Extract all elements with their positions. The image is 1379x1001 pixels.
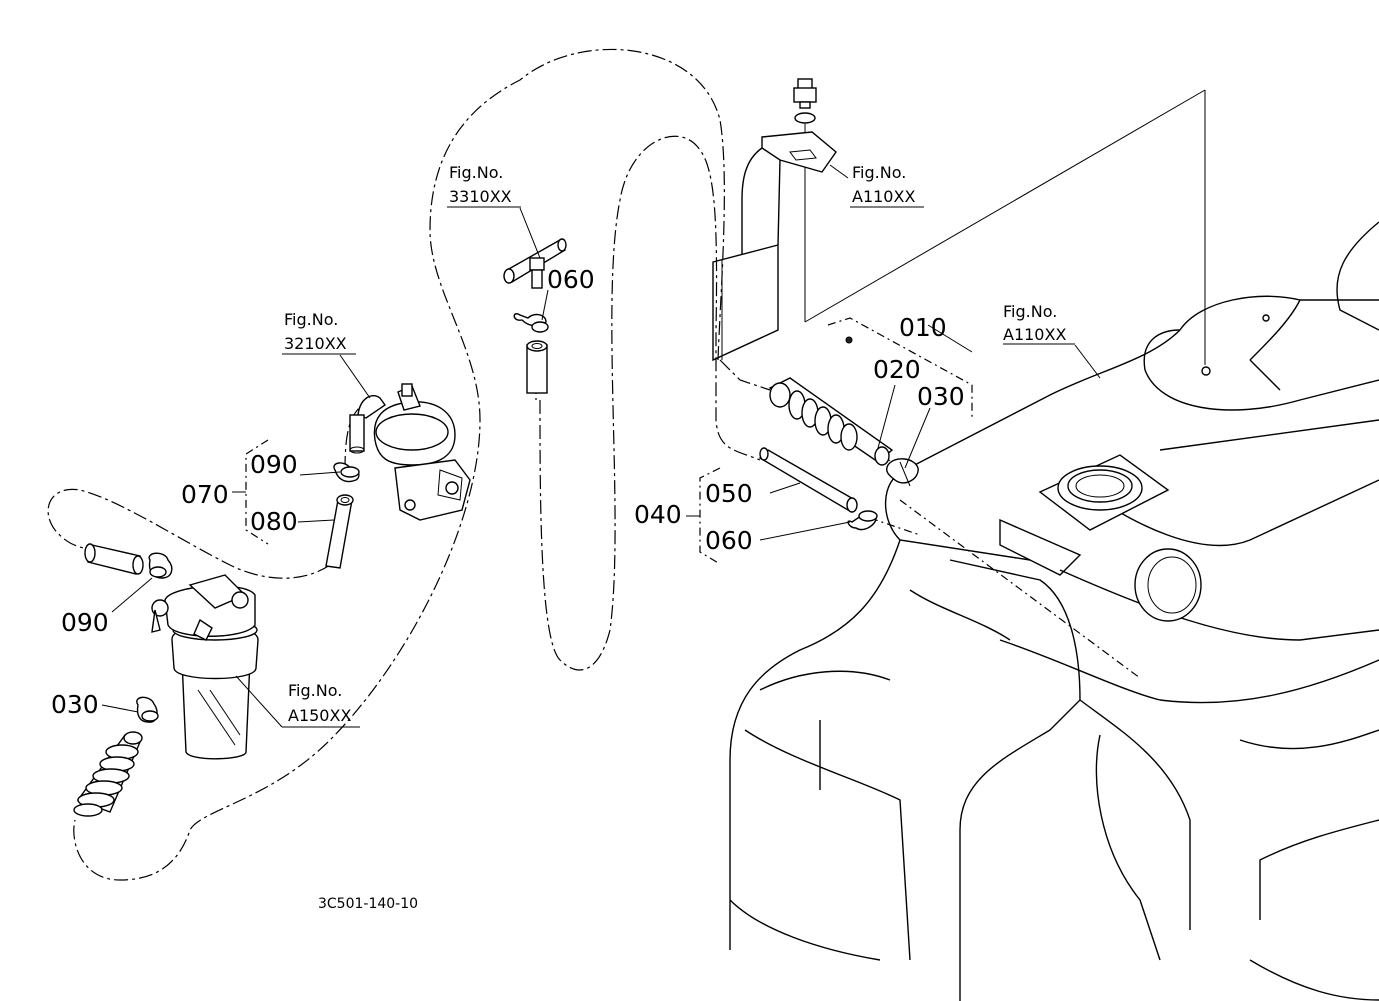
callout-050: 050 bbox=[705, 479, 753, 508]
leader-010 bbox=[927, 324, 973, 353]
tank-bracket bbox=[712, 78, 837, 362]
callout-080: 080 bbox=[250, 507, 298, 536]
hose-assembly-010 bbox=[768, 317, 973, 487]
leader-080 bbox=[297, 519, 335, 523]
clip-090-lower bbox=[148, 552, 173, 579]
callout-030-right: 030 bbox=[917, 382, 965, 411]
callout-040: 040 bbox=[634, 500, 682, 529]
callout-030-left: 030 bbox=[51, 690, 99, 719]
clip-090-upper bbox=[333, 462, 360, 483]
fig-code-filter: A150XX bbox=[288, 706, 351, 725]
callout-090-upper: 090 bbox=[250, 450, 298, 479]
fig-code-pump: 3210XX bbox=[284, 334, 347, 353]
hose-080 bbox=[325, 494, 354, 569]
callout-020: 020 bbox=[873, 355, 921, 384]
leader-fig-a150 bbox=[235, 675, 283, 728]
hose-050 bbox=[758, 447, 858, 513]
leader-050 bbox=[769, 482, 801, 494]
fig-code-tank: A110XX bbox=[1003, 325, 1066, 344]
fig-label-bracket: Fig.No. bbox=[852, 163, 906, 182]
corrugated-hose bbox=[73, 731, 143, 817]
leader-060-right bbox=[759, 521, 851, 541]
leader-060-top bbox=[541, 289, 549, 321]
leader-fig-a110-tank bbox=[1074, 344, 1101, 379]
leader-090-upper bbox=[299, 471, 341, 476]
callout-090-lower: 090 bbox=[61, 608, 109, 637]
diagram-code: 3C501-140-10 bbox=[318, 896, 418, 912]
leader-020 bbox=[877, 384, 896, 449]
callout-060-top: 060 bbox=[547, 265, 595, 294]
fig-label-tank: Fig.No. bbox=[1003, 302, 1057, 321]
fig-label-tee: Fig.No. bbox=[449, 163, 503, 182]
leader-030-left bbox=[101, 704, 139, 713]
leader-fig-3210 bbox=[339, 354, 371, 399]
fuel-return-hose-route bbox=[73, 48, 725, 881]
leader-090-lower bbox=[111, 577, 153, 613]
group-bracket-070 bbox=[245, 439, 269, 545]
clip-060-right bbox=[847, 510, 878, 531]
tee-joint bbox=[503, 238, 567, 394]
hose-090-lower bbox=[84, 543, 144, 575]
callout-010: 010 bbox=[899, 313, 947, 342]
leader-fig-3310 bbox=[519, 207, 541, 259]
group-bracket-040 bbox=[699, 467, 721, 565]
fig-code-tee: 3310XX bbox=[449, 187, 512, 206]
fig-code-bracket: A110XX bbox=[852, 187, 915, 206]
fuel-pump bbox=[349, 383, 471, 521]
callout-070: 070 bbox=[181, 480, 229, 509]
leader-fig-a110-bracket bbox=[829, 164, 849, 179]
leader-030-right bbox=[904, 407, 931, 469]
fuel-tank bbox=[729, 221, 1379, 1001]
callout-060-right: 060 bbox=[705, 526, 753, 555]
fuel-filter bbox=[151, 574, 259, 760]
fig-label-filter: Fig.No. bbox=[288, 681, 342, 700]
clip-030-left bbox=[136, 696, 159, 723]
fig-label-pump: Fig.No. bbox=[284, 310, 338, 329]
